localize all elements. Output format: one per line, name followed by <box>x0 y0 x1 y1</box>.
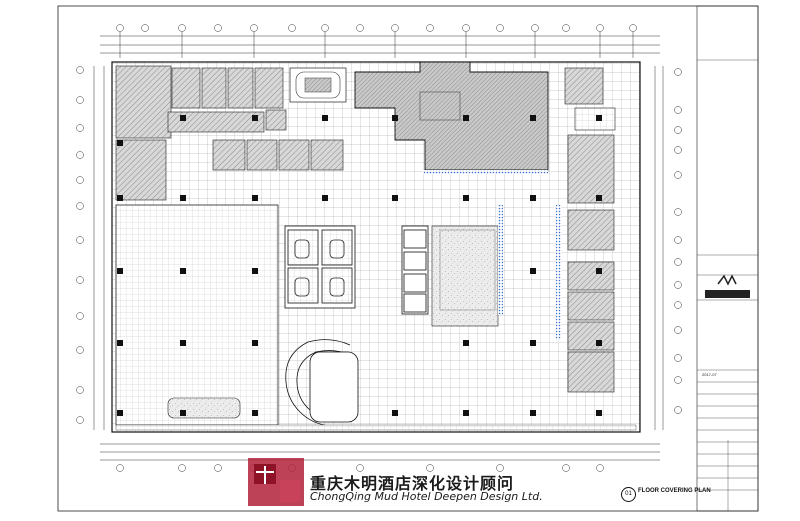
bottom-grid-axis <box>100 443 660 472</box>
meeting-rooms <box>212 139 344 171</box>
hall-area <box>115 204 279 426</box>
watermark-logo-icon <box>248 458 304 506</box>
right-rooms <box>564 67 616 393</box>
elevator-core-right <box>401 225 429 315</box>
plan-title: FLOOR COVERING PLAN <box>638 488 711 494</box>
plan-number: 01 <box>621 487 636 502</box>
elevator-core-left <box>284 225 356 309</box>
columns <box>117 115 602 416</box>
top-dim-ticks <box>119 32 634 58</box>
left-grid-axis <box>76 66 105 430</box>
title-block-rules <box>697 59 758 511</box>
water-feature-right <box>556 205 561 340</box>
right-grid-axis <box>654 66 682 430</box>
water-feature-left <box>498 205 503 315</box>
reception-desk <box>167 397 241 419</box>
top-left-rooms <box>115 65 287 201</box>
top-grid-axis <box>100 24 660 54</box>
company-logo-icon <box>705 274 750 298</box>
watermark-company-name-en: ChongQing Mud Hotel Deepen Design Ltd. <box>310 490 543 503</box>
service-area <box>431 225 499 327</box>
spiral-staircase <box>285 339 359 427</box>
watermark-company-name-cn: 重庆木明酒店深化设计顾问 <box>310 474 515 493</box>
water-feature-top <box>423 170 548 174</box>
title-block-date: 2017-07 <box>702 372 717 377</box>
title-block-frame <box>696 5 759 512</box>
